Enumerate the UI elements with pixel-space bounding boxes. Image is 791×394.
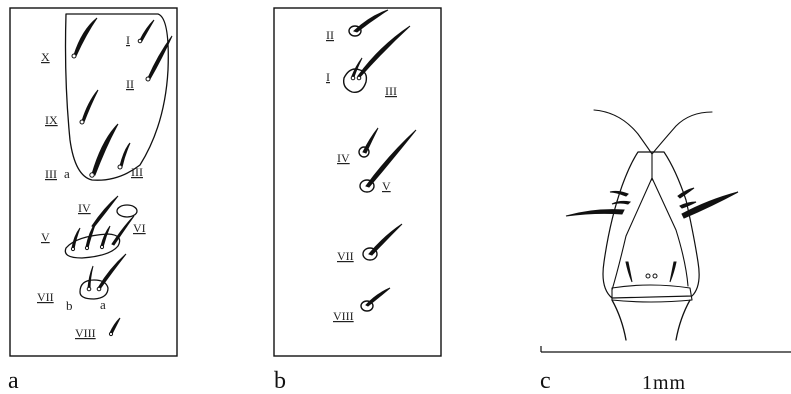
seta-b-iv bbox=[362, 127, 379, 154]
c-bristle-right-short2 bbox=[679, 201, 697, 209]
c-bristle-right-long bbox=[681, 191, 739, 219]
seta-a-vi bbox=[111, 215, 135, 246]
panel-b-label: b bbox=[274, 368, 286, 394]
socket-a-viii bbox=[108, 331, 114, 337]
label-a-v: V bbox=[41, 230, 50, 244]
seta-b-vii bbox=[368, 223, 403, 256]
label-b-iii: III bbox=[385, 84, 397, 98]
socket-a-vii-a bbox=[96, 286, 102, 292]
c-bristle-right-short1 bbox=[677, 187, 695, 199]
label-a-ii: II bbox=[126, 77, 134, 91]
c-top-curve-left bbox=[593, 109, 653, 155]
panel-c: 1mm c bbox=[540, 109, 791, 394]
label-a-vii: VII bbox=[37, 290, 54, 304]
seta-a-iiia bbox=[91, 123, 119, 176]
panel-b-frame bbox=[273, 7, 442, 357]
socket-a-ii bbox=[145, 76, 151, 82]
c-bristle-inner-left bbox=[625, 261, 633, 283]
c-bristle-inner-right bbox=[669, 261, 677, 283]
seta-a-ix bbox=[81, 89, 99, 123]
panel-a-label: a bbox=[8, 368, 19, 394]
seta-a-viii bbox=[109, 317, 121, 335]
label-a-vi: VI bbox=[133, 221, 146, 235]
panel-a-frame bbox=[9, 7, 178, 357]
socket-a-v3 bbox=[99, 244, 105, 250]
socket-a-v1 bbox=[70, 246, 76, 252]
seta-a-vii-b bbox=[87, 265, 94, 290]
socket-a-iiia bbox=[89, 172, 95, 178]
label-a-x: X bbox=[41, 50, 50, 64]
scale-bar-text: 1mm bbox=[642, 372, 686, 394]
c-bristle-left-long bbox=[565, 209, 625, 217]
label-b-vii: VII bbox=[337, 249, 354, 263]
socket-a-i bbox=[137, 38, 143, 44]
seta-a-iv bbox=[91, 195, 119, 228]
c-capsule-outline bbox=[602, 151, 700, 299]
label-a-vii-b: b bbox=[66, 298, 73, 313]
label-a-viii: VIII bbox=[75, 326, 96, 340]
label-a-iii: III bbox=[131, 165, 143, 179]
label-b-iv: IV bbox=[337, 151, 350, 165]
panel-a-plate-vii bbox=[79, 279, 109, 300]
socket-b-viii bbox=[360, 300, 374, 312]
seta-a-v1 bbox=[71, 227, 81, 250]
label-b-viii: VIII bbox=[333, 309, 354, 323]
seta-a-v3 bbox=[100, 225, 111, 248]
socket-a-vii-b bbox=[86, 286, 92, 292]
seta-a-vii-a bbox=[97, 253, 127, 290]
c-tail-right bbox=[675, 299, 691, 341]
label-a-i: I bbox=[126, 33, 130, 47]
socket-b-v bbox=[359, 179, 375, 193]
seta-b-ii bbox=[353, 9, 389, 33]
label-b-v: V bbox=[382, 179, 391, 193]
c-inner-triangle bbox=[611, 177, 689, 291]
c-bristle-left-short1 bbox=[609, 190, 629, 197]
seta-b-viii bbox=[365, 287, 391, 307]
panel-a-lobe-outline bbox=[64, 13, 169, 181]
socket-b-vii bbox=[362, 247, 378, 261]
socket-a-ix bbox=[79, 119, 85, 125]
label-b-ii: II bbox=[326, 28, 334, 42]
panel-a-setae bbox=[71, 17, 173, 178]
label-a-ix: IX bbox=[45, 113, 58, 127]
socket-a-v2 bbox=[84, 245, 90, 251]
c-dot-1 bbox=[645, 273, 651, 279]
seta-a-x bbox=[73, 17, 98, 57]
label-b-i: I bbox=[326, 70, 330, 84]
seta-b-v bbox=[365, 129, 417, 188]
panel-c-label: c bbox=[540, 368, 551, 394]
socket-b-i-a bbox=[350, 75, 356, 81]
c-top-curve-right bbox=[651, 111, 713, 155]
socket-b-iv bbox=[358, 146, 370, 158]
seta-b-i-b bbox=[357, 25, 411, 78]
panel-a: X I II IX III a III IV VI V VII b a VIII bbox=[8, 7, 178, 394]
seta-a-iii bbox=[119, 142, 131, 168]
plate-b-i bbox=[342, 68, 368, 93]
c-dot-2 bbox=[652, 273, 658, 279]
seta-b-i-a bbox=[351, 57, 363, 78]
label-a-vii-a: a bbox=[100, 297, 106, 312]
seta-a-i bbox=[139, 19, 155, 42]
panel-a-small-oval bbox=[116, 204, 138, 218]
label-a-iiia-suffix: a bbox=[64, 166, 70, 181]
panel-b: II I III IV V VII VIII b bbox=[273, 7, 442, 394]
socket-a-iii bbox=[117, 164, 123, 170]
seta-a-ii bbox=[147, 35, 173, 80]
c-bristle-left-short2 bbox=[611, 200, 632, 205]
label-a-iv: IV bbox=[78, 201, 91, 215]
c-bottom-plate bbox=[611, 284, 693, 303]
socket-b-i-b bbox=[356, 75, 362, 81]
socket-a-x bbox=[71, 53, 77, 59]
c-tail-left bbox=[611, 299, 627, 341]
label-a-iiia-roman: III bbox=[45, 167, 57, 181]
socket-b-ii bbox=[348, 25, 362, 37]
